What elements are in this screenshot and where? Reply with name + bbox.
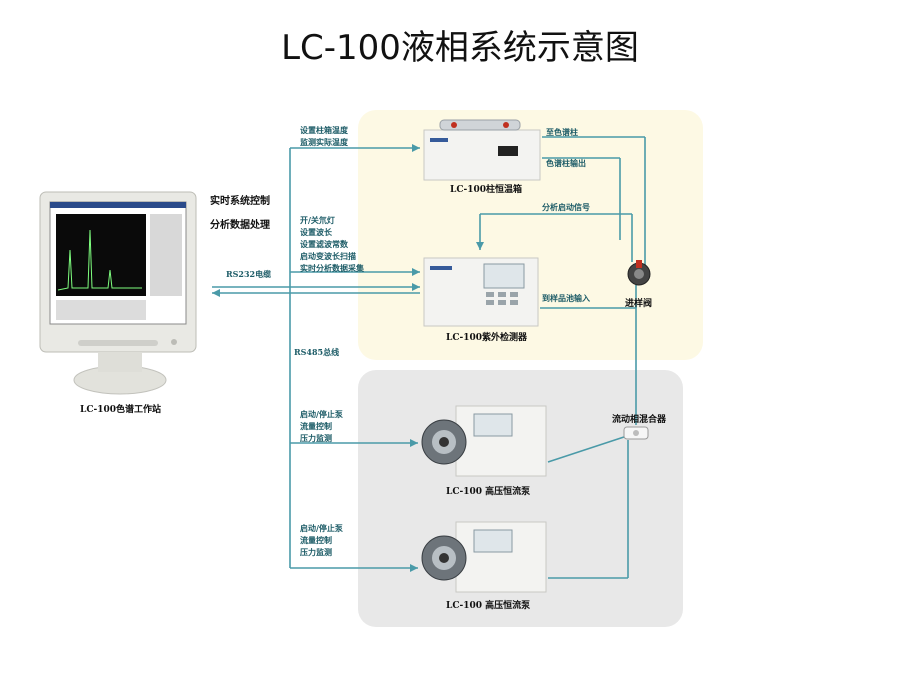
- start-signal-label: 分析启动信号: [542, 202, 590, 212]
- workstation-monitor: [38, 190, 198, 400]
- pump-1: [416, 402, 550, 480]
- oven-icon: [423, 119, 541, 181]
- detector-command: 设置波长: [300, 227, 332, 237]
- mixer-icon: [623, 426, 649, 440]
- detector-icon: [423, 257, 539, 327]
- arrow-detector: [412, 268, 420, 276]
- monitor-icon: [39, 191, 197, 395]
- oven-command: 设置柱箱温度: [300, 125, 348, 135]
- detector-command: 启动变波长扫描: [300, 251, 356, 261]
- pump1-commands: 启动/停止泵 流量控制 压力监测: [300, 408, 343, 444]
- pump1-command: 流量控制: [300, 421, 332, 431]
- pump-icon: [421, 521, 547, 593]
- pump-2: [416, 518, 550, 596]
- injector-caption: 进样阀: [625, 299, 653, 309]
- rs232-label: RS232电缆: [226, 269, 272, 279]
- pump2-commands: 启动/停止泵 流量控制 压力监测: [300, 522, 343, 558]
- sample-in-label: 到样品池输入: [542, 293, 590, 303]
- to-column-label: 至色谱柱: [546, 127, 578, 137]
- arrow-pump2: [410, 564, 418, 572]
- oven-commands: 设置柱箱温度 监测实际温度: [300, 124, 348, 148]
- pump2-command: 压力监测: [300, 547, 332, 557]
- pump-icon: [421, 405, 547, 477]
- detector-commands: 开/关氘灯 设置波长 设置滤波常数 启动变波长扫描 实时分析数据采集: [300, 214, 364, 274]
- arrow-start-signal: [476, 242, 484, 250]
- pump1-caption: LC-100 高压恒流泵: [446, 487, 531, 497]
- detector-caption: LC-100紫外检测器: [446, 333, 528, 343]
- pump1-command: 启动/停止泵: [300, 409, 343, 419]
- mobile-phase-mixer: [622, 424, 650, 442]
- oven-caption: LC-100柱恒温箱: [450, 185, 523, 195]
- arrow-pump1: [410, 439, 418, 447]
- pump2-caption: LC-100 高压恒流泵: [446, 601, 531, 611]
- detector-command: 实时分析数据采集: [300, 263, 364, 273]
- arrow-rs232-right: [412, 283, 420, 291]
- uv-detector: [420, 252, 542, 330]
- wire-pump1-mixer: [547, 434, 631, 463]
- pump2-command: 流量控制: [300, 535, 332, 545]
- page-title: LC-100液相系统示意图: [281, 28, 639, 68]
- pump1-command: 压力监测: [300, 433, 332, 443]
- detector-command: 开/关氘灯: [300, 215, 335, 225]
- column-oven: [420, 116, 544, 182]
- valve-icon: [627, 260, 651, 286]
- rs485-label: RS485总线: [294, 347, 340, 357]
- function-line-1: 实时系统控制: [210, 196, 270, 207]
- pump2-command: 启动/停止泵: [300, 523, 343, 533]
- detector-command: 设置滤波常数: [300, 239, 348, 249]
- mixer-caption: 流动相混合器: [612, 415, 667, 425]
- function-line-2: 分析数据处理: [210, 220, 270, 231]
- column-out-label: 色谱柱输出: [546, 158, 586, 168]
- workstation-caption: LC-100色谱工作站: [80, 405, 162, 415]
- arrow-oven: [412, 144, 420, 152]
- injection-valve: [624, 258, 654, 288]
- oven-command: 监测实际温度: [300, 137, 348, 147]
- arrow-rs232-left: [212, 289, 220, 297]
